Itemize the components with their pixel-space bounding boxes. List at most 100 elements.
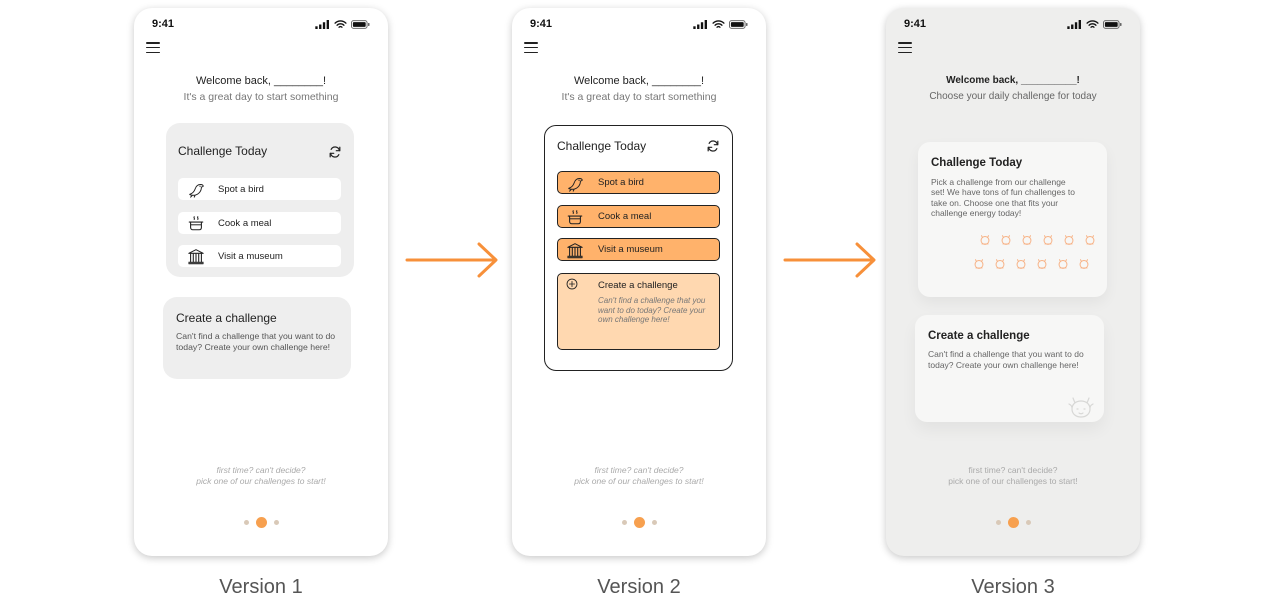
status-time: 9:41 — [904, 18, 927, 30]
battery-icon — [1103, 20, 1122, 29]
challenge-item-visit-museum[interactable]: Visit a museum — [178, 245, 341, 267]
page-dot-active[interactable] — [1007, 517, 1019, 528]
status-bar: 9:41 — [904, 18, 1122, 30]
status-icons — [1067, 20, 1122, 29]
pagination-dots — [512, 517, 766, 528]
create-challenge-card[interactable]: Create a challenge Can't find a challeng… — [557, 273, 720, 350]
hint-text: first time? can't decide? pick one of ou… — [512, 465, 766, 487]
right-arrow-icon — [783, 241, 879, 279]
cooking-pot-icon — [187, 214, 205, 232]
phone-version-1: 9:41 Welcome back, ________! It's a grea… — [134, 8, 388, 556]
challenge-doodle-icon — [972, 257, 986, 271]
refresh-icon[interactable] — [706, 139, 720, 153]
create-challenge-description: Can't find a challenge that you want to … — [928, 349, 1084, 370]
welcome-text: Welcome back, ________! — [195, 75, 327, 87]
wifi-icon — [334, 20, 347, 29]
challenge-item-label: Spot a bird — [598, 177, 644, 188]
phone-version-3: 9:41 Welcome back, __________! Choose yo… — [886, 8, 1140, 556]
challenge-today-card: Challenge Today Spot a bird Cook a meal … — [166, 123, 354, 277]
challenge-item-label: Visit a museum — [598, 244, 663, 255]
mascot-icon — [1066, 390, 1096, 420]
challenge-today-title: Challenge Today — [178, 144, 268, 158]
hamburger-menu-icon[interactable] — [898, 42, 912, 54]
challenge-doodle-icon — [999, 233, 1013, 247]
version-label-2: Version 2 — [597, 576, 681, 598]
challenge-doodle-icon — [1020, 233, 1034, 247]
page-dot[interactable] — [621, 520, 627, 525]
page-dot[interactable] — [243, 520, 249, 525]
signal-icon — [693, 20, 708, 29]
page-dot-active[interactable] — [255, 517, 267, 528]
challenge-icons-decoration — [978, 233, 1102, 281]
hamburger-menu-icon[interactable] — [146, 42, 160, 54]
cooking-pot-icon — [566, 208, 584, 226]
welcome-subtitle: It's a great day to start something — [561, 91, 717, 103]
status-time: 9:41 — [152, 18, 175, 30]
challenge-today-card[interactable]: Challenge Today Pick a challenge from ou… — [918, 142, 1107, 297]
page-dot[interactable] — [651, 520, 657, 525]
challenge-item-label: Cook a meal — [598, 211, 652, 222]
challenge-doodle-icon — [993, 257, 1007, 271]
version-label-3: Version 3 — [971, 576, 1055, 598]
welcome-text: Welcome back, __________! — [946, 75, 1080, 86]
challenge-doodle-icon — [1083, 233, 1097, 247]
page-dot[interactable] — [273, 520, 279, 525]
page-dot[interactable] — [1025, 520, 1031, 525]
status-icons — [315, 20, 370, 29]
challenge-item-cook-meal[interactable]: Cook a meal — [178, 212, 341, 234]
hint-line-2[interactable]: pick one of our challenges to start! — [574, 476, 704, 486]
challenge-doodle-icon — [978, 233, 992, 247]
bird-icon — [566, 174, 584, 192]
challenge-doodle-icon — [1062, 233, 1076, 247]
right-arrow-icon — [405, 241, 501, 279]
refresh-icon[interactable] — [328, 145, 342, 159]
status-bar: 9:41 — [152, 18, 370, 30]
status-bar: 9:41 — [530, 18, 748, 30]
pagination-dots — [134, 517, 388, 528]
wifi-icon — [1086, 20, 1099, 29]
battery-icon — [351, 20, 370, 29]
challenge-today-description: Pick a challenge from our challenge set!… — [931, 177, 1075, 218]
challenge-item-spot-bird[interactable]: Spot a bird — [557, 171, 720, 194]
challenge-item-label: Cook a meal — [218, 217, 272, 229]
page-dot-active[interactable] — [633, 517, 645, 528]
challenge-item-spot-bird[interactable]: Spot a bird — [178, 178, 341, 200]
version-label-1: Version 1 — [219, 576, 303, 598]
welcome-subtitle: It's a great day to start something — [183, 91, 339, 103]
challenge-doodle-icon — [1056, 257, 1070, 271]
challenge-doodle-icon — [1041, 233, 1055, 247]
challenge-item-visit-museum[interactable]: Visit a museum — [557, 238, 720, 261]
pagination-dots — [886, 517, 1140, 528]
challenge-item-cook-meal[interactable]: Cook a meal — [557, 205, 720, 228]
bird-icon — [187, 180, 205, 198]
challenge-item-label: Spot a bird — [218, 183, 264, 195]
wifi-icon — [712, 20, 725, 29]
hint-line-1: first time? can't decide? — [216, 465, 306, 475]
hint-line-2[interactable]: pick one of our challenges to start! — [196, 476, 326, 486]
create-challenge-card[interactable]: Create a challenge Can't find a challeng… — [163, 297, 351, 379]
welcome-text: Welcome back, ________! — [573, 75, 705, 87]
battery-icon — [729, 20, 748, 29]
challenge-today-title: Challenge Today — [931, 157, 1023, 169]
hint-line-2[interactable]: pick one of our challenges to start! — [948, 476, 1078, 486]
hamburger-menu-icon[interactable] — [524, 42, 538, 54]
hint-text: first time? can't decide? pick one of ou… — [886, 465, 1140, 487]
museum-icon — [566, 241, 584, 259]
create-challenge-title: Create a challenge — [598, 280, 678, 291]
signal-icon — [315, 20, 330, 29]
create-challenge-description: Can't find a challenge that you want to … — [598, 296, 706, 324]
challenge-doodle-icon — [1077, 257, 1091, 271]
status-icons — [693, 20, 748, 29]
create-challenge-title: Create a challenge — [928, 330, 1030, 342]
hint-line-1: first time? can't decide? — [968, 465, 1058, 475]
hint-line-1: first time? can't decide? — [594, 465, 684, 475]
museum-icon — [187, 247, 205, 265]
create-challenge-card[interactable]: Create a challenge Can't find a challeng… — [915, 315, 1104, 422]
page-dot[interactable] — [995, 520, 1001, 525]
status-time: 9:41 — [530, 18, 553, 30]
signal-icon — [1067, 20, 1082, 29]
challenge-doodle-icon — [1035, 257, 1049, 271]
challenge-doodle-icon — [1014, 257, 1028, 271]
challenge-today-title: Challenge Today — [557, 139, 647, 153]
phone-version-2: 9:41 Welcome back, ________! It's a grea… — [512, 8, 766, 556]
